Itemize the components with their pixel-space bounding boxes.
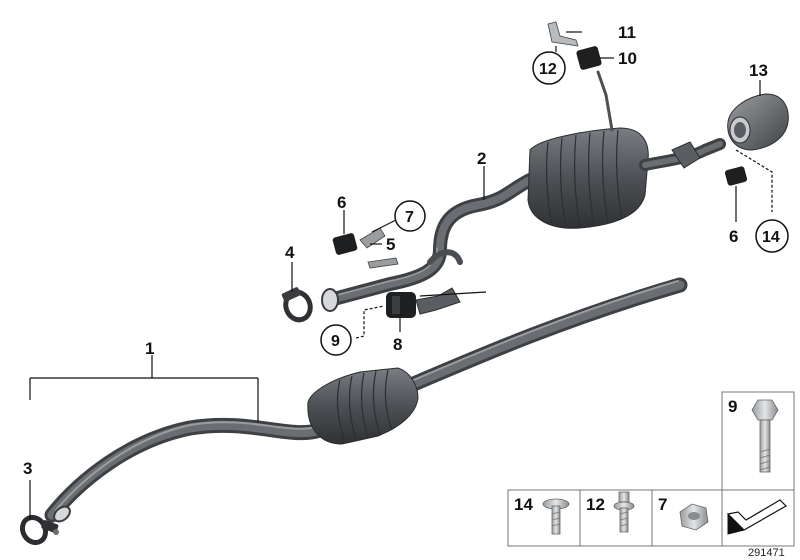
hardware-panel: 9 14 12 7 xyxy=(507,391,795,547)
label-2: 2 xyxy=(477,149,486,168)
label-8: 8 xyxy=(393,335,402,354)
circle-14 xyxy=(755,219,789,253)
screw12-box xyxy=(579,489,653,547)
reference-number: 291471 xyxy=(748,547,785,559)
center-muffler xyxy=(307,367,419,445)
label-6-left: 6 xyxy=(337,193,346,212)
rubber-hanger-10 xyxy=(576,46,602,70)
direction-arrow-icon xyxy=(726,499,787,535)
mid-clamp xyxy=(281,287,339,323)
nut7-label: 7 xyxy=(658,495,667,514)
bracket-11 xyxy=(547,21,579,47)
rear-muffler xyxy=(527,127,649,229)
screw14-label: 14 xyxy=(514,495,533,514)
rear-silencer-assembly xyxy=(323,70,726,307)
rubber-block-6-left xyxy=(332,233,358,255)
label-3: 3 xyxy=(23,459,32,478)
front-pipe-with-center-muffler xyxy=(44,277,688,523)
label-14: 14 xyxy=(762,229,780,246)
rubber-block-6-right xyxy=(724,166,748,186)
label-5: 5 xyxy=(386,235,395,254)
label-6-right: 6 xyxy=(729,227,738,246)
label-11: 11 xyxy=(618,23,636,42)
hex-nut-icon xyxy=(679,503,709,531)
screw-14-icon xyxy=(542,498,570,535)
circle-9 xyxy=(320,324,352,356)
hex-bolt-icon xyxy=(751,399,779,473)
front-pipe-inlet xyxy=(53,505,71,523)
leader-lines xyxy=(29,31,773,520)
label-7: 7 xyxy=(405,209,414,226)
front-clamp xyxy=(19,514,59,546)
rubber-mount-8 xyxy=(386,287,461,318)
label-12: 12 xyxy=(539,61,557,78)
screw-12-icon xyxy=(613,491,635,533)
label-4: 4 xyxy=(285,243,295,262)
screw12-label: 12 xyxy=(586,495,605,514)
bolt-label: 9 xyxy=(728,397,737,416)
label-1: 1 xyxy=(145,339,154,358)
tailpipe-trim-13 xyxy=(727,93,789,151)
label-10: 10 xyxy=(618,49,637,68)
circle-12 xyxy=(532,51,566,85)
circle-7 xyxy=(394,200,426,232)
label-13: 13 xyxy=(749,61,768,80)
part-labels: 1 2 3 4 5 6 6 8 10 11 13 7 9 12 14 xyxy=(23,23,789,478)
label-9: 9 xyxy=(331,333,340,350)
